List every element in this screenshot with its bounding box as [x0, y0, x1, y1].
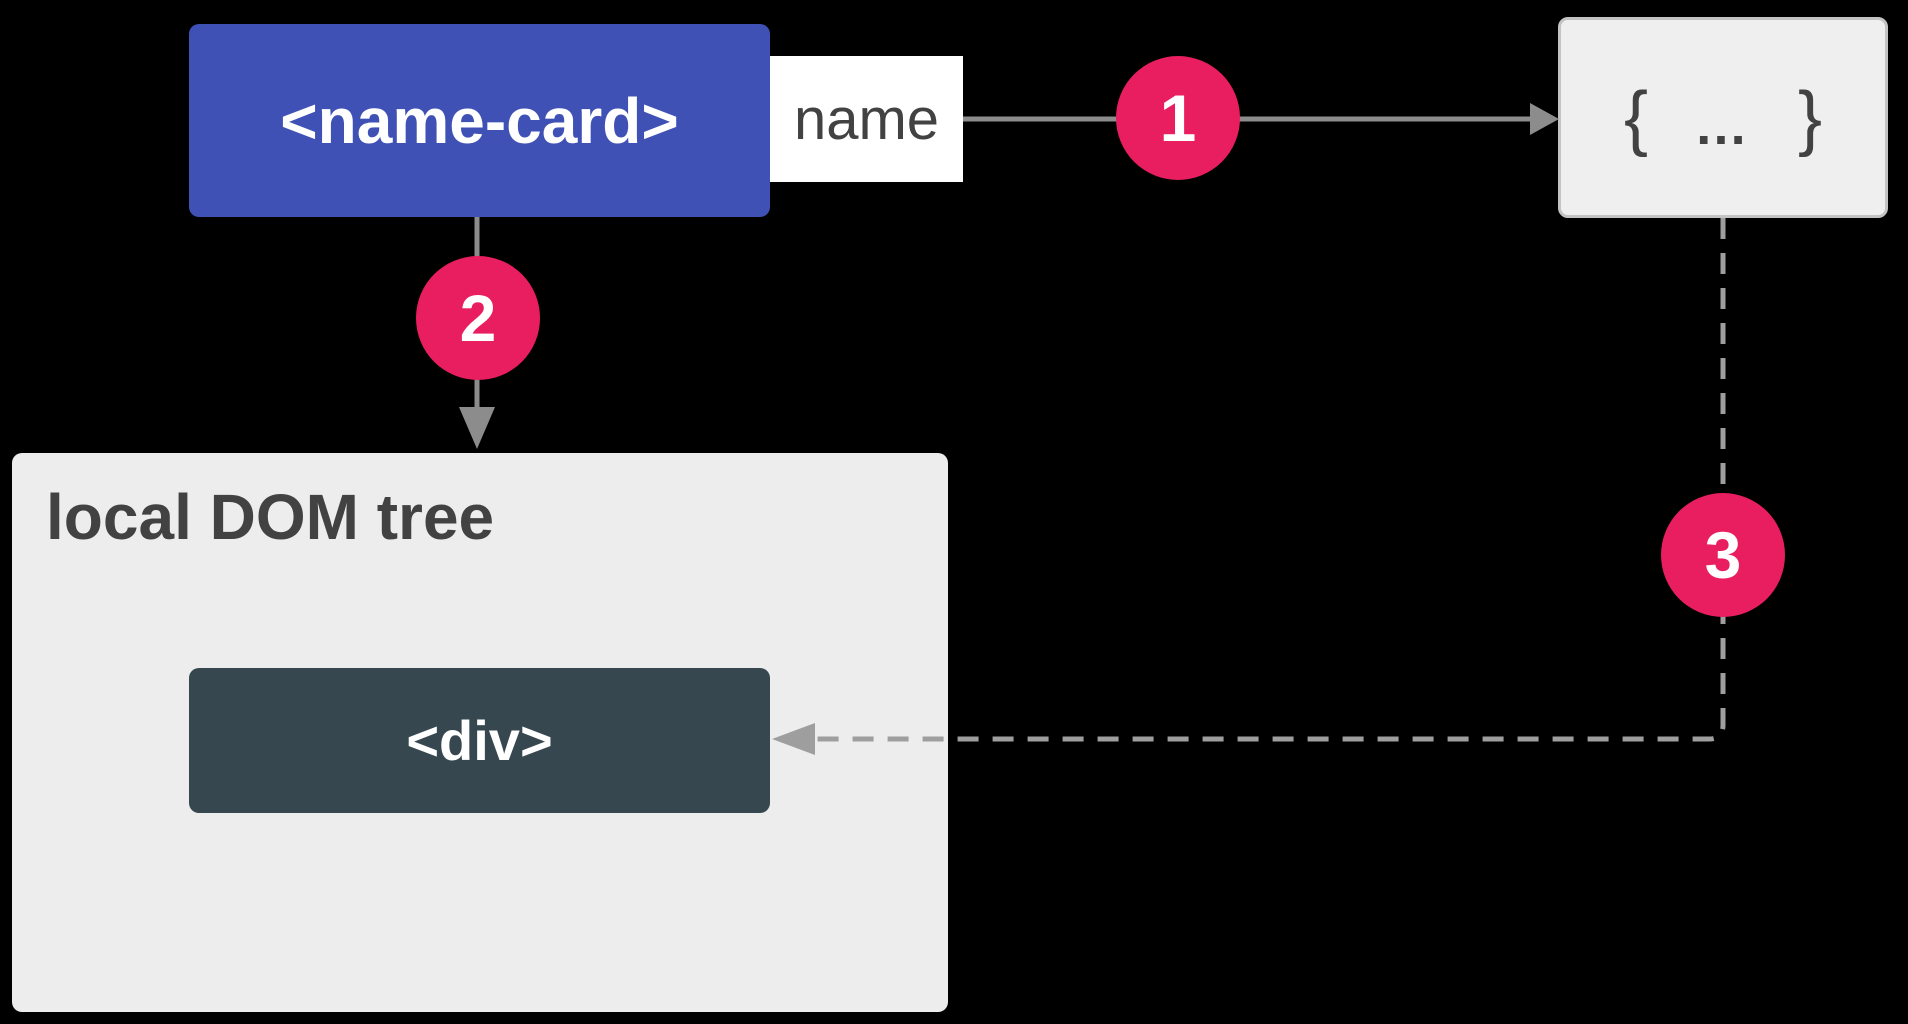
dashed-path-object-to-div [815, 218, 1726, 742]
left-brace: { [1623, 77, 1648, 158]
local-dom-tree-box: local DOM tree <div> [12, 453, 948, 1012]
step-badge-1: 1 [1116, 56, 1240, 180]
right-brace: } [1798, 77, 1823, 158]
attribute-text: name [793, 86, 940, 152]
step-badge-3: 3 [1661, 493, 1785, 617]
ellipsis: … [1694, 95, 1752, 156]
div-node: <div> [189, 668, 770, 813]
step-number-2: 2 [459, 281, 497, 355]
name-card-node: <name-card> [189, 24, 770, 217]
local-dom-tree-label: local DOM tree [46, 481, 495, 553]
name-attribute-label: name [770, 56, 963, 182]
step-number-1: 1 [1159, 81, 1197, 155]
arrow-right-icon [1530, 103, 1559, 135]
arrow-down-icon [459, 407, 495, 449]
step-badge-2: 2 [416, 256, 540, 380]
name-card-label: <name-card> [280, 84, 679, 157]
object-node: { … } [1558, 17, 1888, 218]
step-number-3: 3 [1704, 518, 1742, 592]
div-label: <div> [406, 709, 553, 772]
